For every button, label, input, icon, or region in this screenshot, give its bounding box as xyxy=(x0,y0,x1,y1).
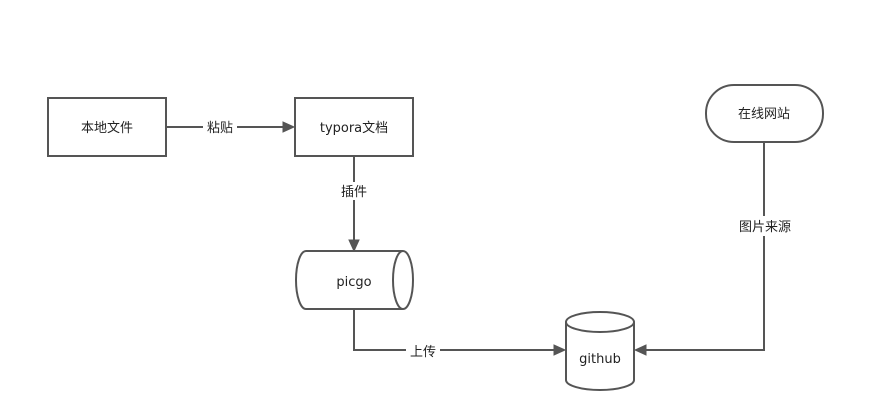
node-typora-doc: typora文档 xyxy=(294,97,414,157)
edge-label-upload: 上传 xyxy=(410,345,436,360)
edge-image-source: 图片来源 xyxy=(633,142,796,356)
arrowhead-icon xyxy=(282,121,296,133)
node-local-files: 本地文件 xyxy=(47,97,167,157)
node-label-online-site: 在线网站 xyxy=(738,107,790,122)
node-online-site: 在线网站 xyxy=(705,84,824,143)
node-picgo: picgo xyxy=(295,250,414,310)
node-github: github xyxy=(565,311,635,391)
node-label-github: github xyxy=(579,352,621,367)
edge-plugin: 插件 xyxy=(337,157,371,253)
node-label-typora-doc: typora文档 xyxy=(320,121,388,136)
arrowhead-icon xyxy=(633,344,647,356)
edge-label-paste: 粘贴 xyxy=(207,121,233,136)
arrowhead-icon xyxy=(348,239,360,253)
edge-label-plugin: 插件 xyxy=(341,185,367,200)
edge-upload: 上传 xyxy=(353,309,567,360)
edge-label-image-source: 图片来源 xyxy=(739,220,791,235)
edge-paste: 粘贴 xyxy=(166,118,296,136)
node-label-picgo: picgo xyxy=(336,275,371,290)
node-label-local-files: 本地文件 xyxy=(81,121,133,136)
arrowhead-icon xyxy=(553,344,567,356)
